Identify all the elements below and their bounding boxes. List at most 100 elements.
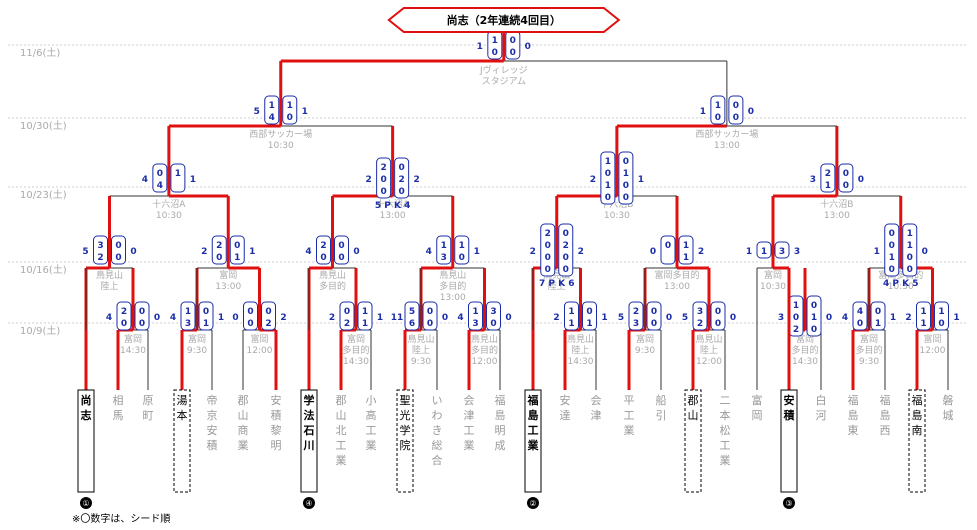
team-name-char: 業: [336, 454, 347, 467]
half-score-left: 0: [793, 313, 799, 323]
total-score-left: 4: [842, 313, 848, 323]
team-name-char: 山: [336, 409, 347, 422]
half-score-left: 3: [97, 241, 103, 251]
team-name-char: 郡: [238, 394, 249, 407]
half-score-left: 0: [320, 253, 326, 263]
team-name-char: 東: [848, 424, 859, 437]
half-score-right: 0: [115, 241, 121, 251]
half-score-right: 0: [811, 325, 817, 335]
seed-number: ④: [305, 499, 312, 508]
r1-venue-label: 富岡: [347, 333, 365, 345]
total-score-right: 0: [353, 247, 359, 257]
team-name-char: 会: [591, 394, 602, 407]
total-score-right: 0: [666, 313, 672, 323]
score-box-left: [339, 301, 355, 331]
seed-marker: [783, 497, 795, 509]
team-name-char: 業: [238, 439, 249, 452]
total-score-right: 1: [302, 107, 308, 117]
team-name-char: 法: [304, 408, 315, 422]
half-score-left: 2: [320, 241, 326, 251]
r16-venue-label: 鳥見山: [319, 269, 346, 281]
total-score-left: 3: [810, 175, 816, 185]
half-score-left: 1: [793, 301, 799, 311]
half-score-right: 0: [459, 253, 465, 263]
seed-number: ①: [82, 499, 89, 508]
half-score-left: 1: [889, 253, 895, 263]
pk-score: 4 P K 5: [883, 279, 919, 289]
team-name-char: 工: [528, 424, 539, 437]
half-score-left: 0: [121, 319, 127, 329]
team-name-char: 業: [720, 454, 731, 467]
score-box-right: [357, 301, 373, 331]
total-score-left: 0: [650, 247, 656, 257]
team-name-char: 安: [560, 393, 571, 407]
half-score-right: 1: [907, 241, 913, 251]
score-box-left: [852, 301, 868, 331]
team-name-char: 黎: [271, 423, 282, 437]
r16-venue-label: 多目的: [319, 280, 346, 292]
seed-marker: [527, 497, 539, 509]
score-box-left: [756, 241, 772, 259]
team-box: [780, 389, 798, 493]
score-box-left: [468, 301, 483, 331]
qf-venue-label: 十六沼B: [820, 198, 853, 210]
qf-venue-label: 十六沼A: [152, 198, 186, 210]
half-score-right: 0: [203, 307, 209, 317]
half-score-right: 0: [563, 229, 569, 239]
r1-venue-label: 多目的: [342, 344, 369, 356]
score-box-right: [558, 223, 574, 277]
half-score-right: 0: [115, 253, 121, 263]
half-score-left: 0: [889, 241, 895, 251]
half-score-left: 1: [920, 307, 926, 317]
team-name-char: い: [432, 394, 443, 407]
half-score-left: 1: [441, 241, 447, 251]
total-score-left: 2: [553, 313, 559, 323]
total-score-right: 1: [190, 175, 196, 185]
half-score-right: 0: [843, 181, 849, 191]
team-name-char: 南: [912, 424, 923, 437]
half-score-left: 1: [269, 101, 275, 111]
half-score-left: 2: [697, 319, 703, 329]
total-score-right: 2: [578, 247, 584, 257]
half-score-right: 0: [287, 113, 293, 123]
team-name-char: わ: [432, 409, 443, 422]
half-score-right: 0: [907, 253, 913, 263]
total-score-left: 1: [746, 247, 752, 257]
team-name-char: き: [432, 424, 443, 437]
half-score-right: 1: [875, 319, 881, 329]
r16-venue-label: 陸上: [100, 280, 118, 292]
team-box: [77, 389, 95, 493]
sf-venue-label: 10:30: [268, 141, 294, 151]
total-score-left: 2: [329, 313, 335, 323]
half-score-right: 1: [234, 253, 240, 263]
score-box-right: [902, 223, 918, 277]
team-name-char: 平: [624, 394, 635, 407]
half-score-right: 0: [843, 169, 849, 179]
team-name-char: 二: [720, 394, 731, 407]
half-score-left: 0: [380, 175, 386, 185]
half-score-left: 2: [825, 169, 831, 179]
r1-venue-label: 陸上: [412, 344, 430, 356]
team-name-char: 本: [177, 408, 188, 422]
team-entry: 安達: [560, 393, 571, 422]
half-score-left: 2: [545, 229, 551, 239]
half-score-right: 2: [265, 319, 271, 329]
half-score-right: 0: [427, 319, 433, 329]
r1-venue-label: 鳥見山: [471, 333, 498, 345]
team-name-char: 志: [81, 408, 92, 422]
r1-venue-label: 9:30: [187, 346, 207, 356]
date-label: 10/23(土): [20, 188, 67, 201]
team-name-char: 引: [656, 408, 667, 422]
team-name-char: 町: [143, 409, 154, 422]
total-score-left: 4: [305, 247, 311, 257]
team-name-char: 船: [656, 393, 667, 407]
team-name-char: 積: [207, 438, 218, 452]
sf-venue-label: 西部サッカー場: [249, 128, 312, 140]
half-score-right: 0: [811, 301, 817, 311]
